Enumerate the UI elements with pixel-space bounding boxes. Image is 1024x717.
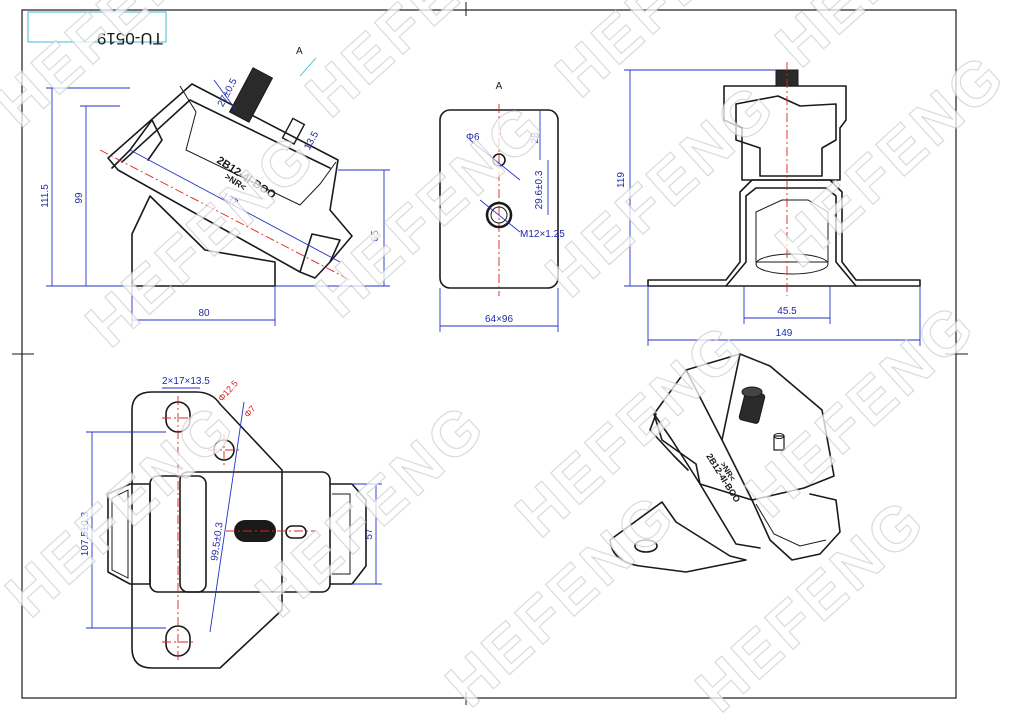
watermark-text: HEFENG	[763, 40, 1019, 280]
dim-diagonal: 99.5±0.3	[209, 521, 225, 561]
view-label: A	[496, 81, 503, 92]
view-arrow-label: A	[296, 46, 303, 57]
plate-view: A Φ6 28 29.6±0.3 M12×1.25 64×96	[439, 81, 565, 332]
drawing-frame	[12, 2, 968, 705]
dim-right-height: 65	[370, 230, 381, 242]
title-code: TU-0519	[97, 29, 163, 48]
dim-hole-dia: Φ6	[466, 132, 480, 143]
title-block: TU-0519	[27, 11, 167, 48]
front-view: 119 45.5 149	[616, 62, 921, 346]
dim-top-side: 57	[364, 528, 375, 540]
top-view: 2×17×13.5 Φ12.5 Φ7 107.5±0.3 99.5±0.3 57	[80, 376, 382, 669]
watermark-text: HEFENG	[533, 70, 789, 310]
dim-spacing: 29.6±0.3	[534, 170, 545, 209]
dim-plate-thread: M12×1.25	[520, 229, 565, 240]
dim-height-total: 111.5	[40, 184, 51, 208]
dim-front-height: 119	[616, 172, 627, 188]
dim-hole-b: Φ7	[242, 404, 258, 420]
dim-inner-width: 45.5	[777, 306, 797, 317]
watermark-text: HEFENG	[733, 290, 989, 530]
dim-hole-a: Φ12.5	[216, 378, 240, 403]
watermark-text: HEFENG	[0, 0, 239, 140]
dim-plate-size: 64×96	[485, 314, 514, 325]
dim-top-length: 107.5±0.3	[80, 511, 91, 556]
dim-base-width: 80	[198, 308, 210, 319]
dim-top-offset: 28	[530, 132, 541, 144]
dim-height: 99	[74, 192, 85, 204]
watermark-text: HEFENG	[0, 390, 249, 630]
dim-front-width: 149	[776, 328, 793, 339]
dim-slots: 2×17×13.5	[162, 376, 210, 387]
